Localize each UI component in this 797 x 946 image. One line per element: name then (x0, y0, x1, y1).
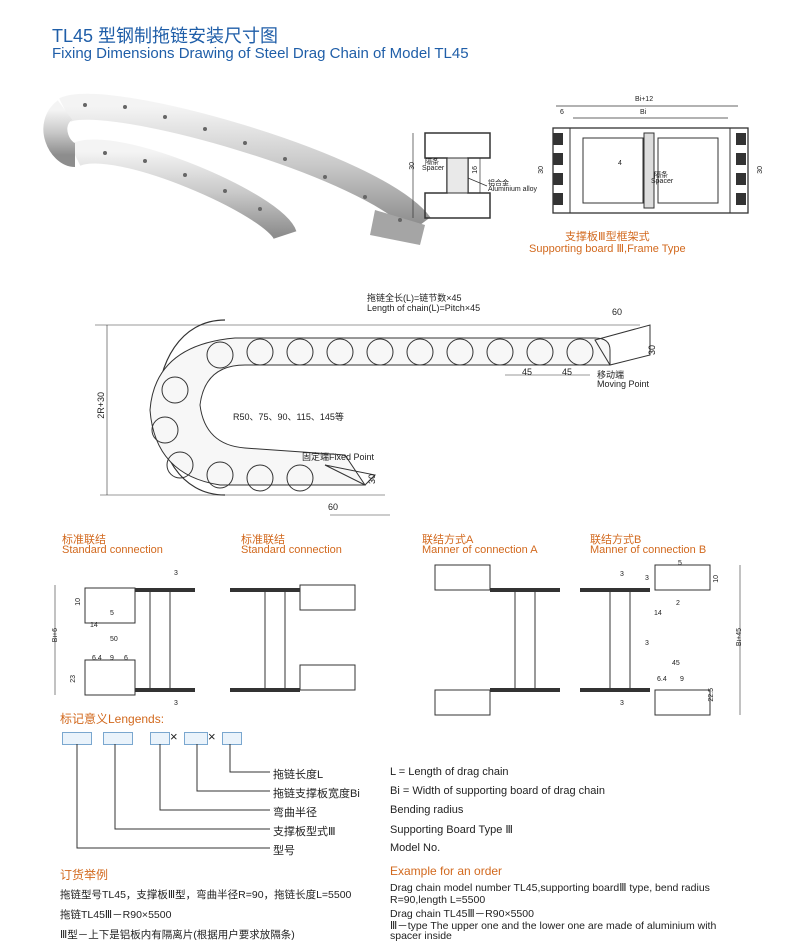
board-dim-bi12: Bi+12 (635, 96, 654, 103)
chain-dim-45-b: 45 (562, 367, 573, 377)
legend-times-1: × (170, 729, 178, 744)
moving-point-cn: 移动端 (597, 370, 625, 380)
legend-cn-3: 弯曲半径 (273, 807, 317, 819)
order-title-en: Example for an order (390, 864, 503, 878)
conn-1-title-en: Standard connection (62, 544, 163, 556)
legend-en-5: Model No. (390, 842, 441, 854)
legend-leader-lines (76, 744, 270, 849)
chain-dim-60-bottom: 60 (328, 502, 339, 512)
conn-dim-45: 45 (672, 660, 680, 667)
chain-dim-60-top: 60 (612, 307, 623, 317)
conn-dim-14b: 14 (654, 610, 662, 617)
order-en-line-1: Drag chain model number TL45,supporting … (390, 882, 710, 894)
legend-box-board-type (103, 732, 133, 745)
legend-cn-4: 支撑板型式Ⅲ (273, 826, 336, 838)
conn-dim-5: 5 (110, 610, 114, 617)
board-spacer-cn: 隔条 (654, 172, 668, 179)
order-cn-line-1: 拖链型号TL45，支撑板Ⅲ型，弯曲半径R=90，拖链长度L=5500 (60, 889, 352, 901)
conn-dim-5b: 5 (678, 560, 682, 567)
order-cn-line-3: Ⅲ型－上下是铝板内有隔离片(根据用户要求放隔条) (60, 929, 295, 941)
chain-dim-45-a: 45 (522, 367, 533, 377)
conn-dim-3a: 3 (174, 570, 178, 577)
chain-dim-30-top: 30 (647, 345, 657, 356)
order-en-line-2: R=90,length L=5500 (390, 894, 486, 906)
conn-dim-6-4b: 6.4 (657, 676, 667, 683)
order-cn-line-2: 拖链TL45Ⅲ－R90×5500 (60, 909, 172, 921)
legend-box-width (184, 732, 208, 745)
chain-length-cn: 拖链全长(L)=链节数×45 (367, 293, 462, 303)
conn-dim-14: 14 (90, 622, 98, 629)
conn-dim-3b: 3 (174, 700, 178, 707)
chain-side-drawing (95, 319, 651, 516)
conn-dim-50: 50 (110, 636, 118, 643)
legend-en-4: Supporting Board Type Ⅲ (390, 824, 513, 836)
moving-point-en: Moving Point (597, 379, 650, 389)
legend-box-length (222, 732, 242, 745)
order-en-line-5: spacer inside (390, 930, 452, 942)
chain-height-dim: 2R+30 (96, 392, 106, 419)
bending-radius-values: R50、75、90、115、145等 (233, 412, 344, 422)
legend-times-2: × (208, 729, 216, 744)
frame-board-drawing (552, 105, 749, 214)
conn-dim-3c: 3 (620, 571, 624, 578)
board-dim-30-left: 30 (538, 166, 545, 174)
conn-dim-2: 2 (676, 600, 680, 607)
conn-dim-10: 10 (75, 598, 82, 606)
spacer-label-en: Spacer (422, 165, 445, 172)
conn-dim-9: 9 (110, 655, 114, 662)
spacer-dim-16: 16 (472, 166, 479, 174)
board-label-cn: 支撑板Ⅲ型框架式 (565, 231, 650, 243)
chain-dim-30-bottom: 30 (367, 474, 377, 485)
conn-a-title-cn: 联结方式A (422, 534, 474, 546)
connection-drawings (54, 564, 741, 716)
conn-dim-bi45: Bi+45 (736, 628, 743, 647)
legend-cn-5: 型号 (273, 845, 295, 857)
board-dim-bi: Bi (640, 109, 647, 116)
board-dim-30-right: 30 (757, 166, 764, 174)
conn-dim-22-5: 22.5 (708, 688, 715, 702)
page-title-en: Fixing Dimensions Drawing of Steel Drag … (52, 45, 469, 62)
legend-en-3: Bending radius (390, 804, 464, 816)
drag-chain-photo (43, 93, 431, 245)
conn-dim-3e: 3 (645, 575, 649, 582)
conn-1-title-cn: 标准联结 (62, 534, 106, 546)
conn-dim-9b: 9 (680, 676, 684, 683)
spacer-label-cn: 隔条 (425, 159, 439, 166)
order-title-cn: 订货举例 (60, 868, 109, 882)
order-en-line-3: Drag chain TL45Ⅲ－R90×5500 (390, 908, 534, 920)
spacer-dim-30: 30 (409, 162, 416, 170)
conn-b-title-cn: 联结方式B (590, 534, 642, 546)
conn-dim-10b: 10 (713, 575, 720, 583)
page-title-cn: TL45 型钢制拖链安装尺寸图 (52, 26, 279, 46)
conn-dim-bi6: Bi+6 (52, 628, 59, 643)
chain-length-en: Length of chain(L)=Pitch×45 (367, 303, 481, 313)
order-en-line-4: Ⅲ－type The upper one and the lower one a… (390, 920, 717, 932)
conn-a-title-en: Manner of connection A (422, 544, 538, 556)
board-label-en: Supporting board Ⅲ,Frame Type (529, 243, 686, 255)
legend-en-1: L = Length of drag chain (390, 766, 509, 778)
legend-cn-2: 拖链支撑板宽度Bi (273, 788, 360, 800)
board-dim-4: 4 (618, 160, 622, 167)
conn-dim-6: 6 (124, 655, 128, 662)
conn-dim-3d: 3 (620, 700, 624, 707)
board-dim-6: 6 (560, 109, 564, 116)
legend-title: 标记意义Lengends: (60, 712, 165, 726)
fixed-point-label: 固定端Fixed Point (302, 452, 375, 462)
board-spacer-en: Spacer (651, 178, 674, 185)
conn-2-title-en: Standard connection (241, 544, 342, 556)
alloy-label-cn: 铝合金 (488, 180, 509, 187)
conn-b-title-en: Manner of connection B (590, 544, 707, 556)
conn-dim-23: 23 (70, 675, 77, 683)
legend-en-2: Bi = Width of supporting board of drag c… (390, 785, 605, 797)
alloy-label-en: Aluminium alloy (488, 186, 538, 193)
conn-dim-6-4: 6.4 (92, 655, 102, 662)
spacer-detail-drawing (412, 132, 491, 219)
conn-dim-3f: 3 (645, 640, 649, 647)
legend-cn-1: 拖链长度L (273, 769, 324, 781)
conn-2-title-cn: 标准联结 (241, 534, 285, 546)
